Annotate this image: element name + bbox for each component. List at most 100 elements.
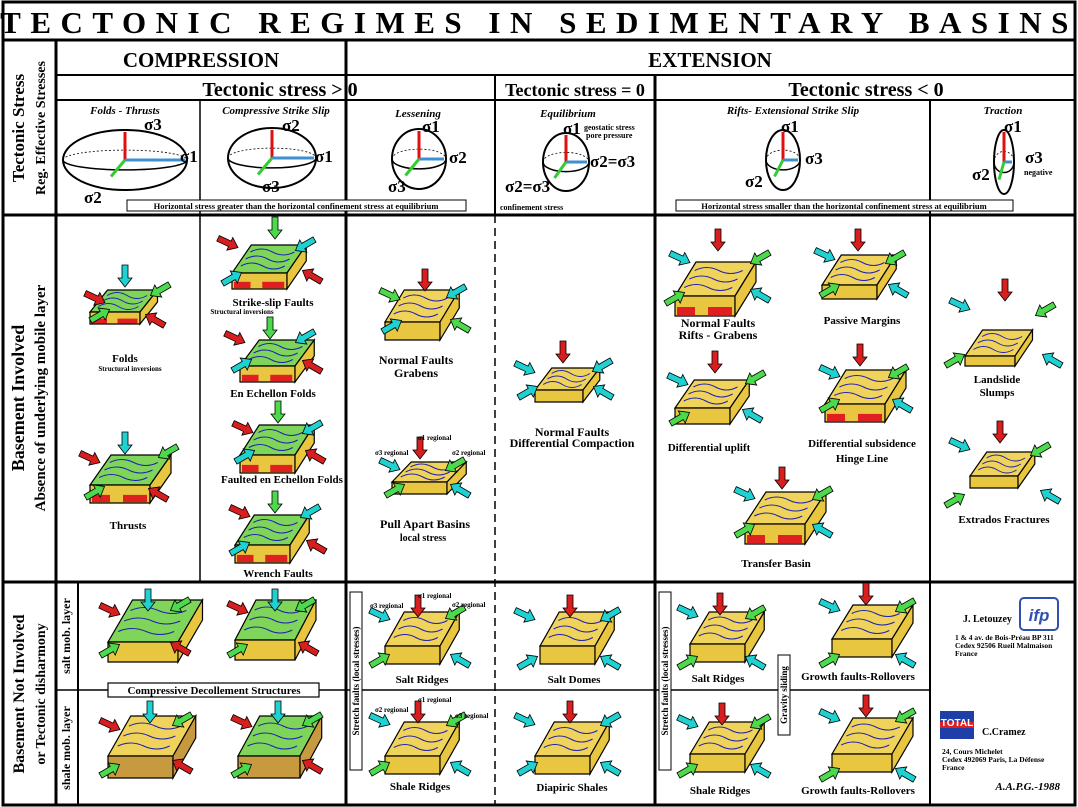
arrow-shape	[230, 357, 253, 374]
block-faulted-echelon	[238, 422, 316, 476]
arrow-shape	[818, 397, 841, 414]
cap-faulted-echelon: Faulted en Echellon Folds	[221, 474, 344, 486]
poster-title: TECTONIC REGIMES IN SEDIMENTARY BASINS	[0, 5, 1078, 40]
cap-pull-apart: Pull Apart Basins	[380, 517, 470, 531]
fault-line	[254, 606, 303, 614]
stress-arrow	[1029, 441, 1052, 458]
stress-arrow	[98, 642, 121, 659]
stress-arrow	[599, 654, 622, 671]
block-front	[831, 753, 893, 773]
arrow-shape	[744, 604, 767, 621]
block-rifts	[673, 259, 758, 319]
block-basement	[234, 281, 251, 289]
arrow-shape	[262, 316, 278, 340]
arrow-shape	[818, 598, 841, 614]
cap-en-echelon: En Echellon Folds	[230, 388, 316, 400]
stress-arrow	[894, 652, 917, 669]
stress-arrow	[299, 503, 322, 520]
addr2a: 24, Cours Michelet	[942, 747, 1003, 756]
cap-diff-uplift: Differential uplift	[668, 442, 751, 454]
stress-arrow	[301, 758, 324, 775]
ellipsoid-equator	[62, 159, 188, 171]
stress-arrow	[850, 228, 866, 252]
stress-arrow	[157, 443, 180, 460]
row-label-notinv-sub: or Tectonic disharmony	[34, 623, 49, 764]
stress-arrow	[228, 540, 251, 557]
stress-arrow	[449, 652, 472, 669]
stress-arrow	[220, 270, 243, 287]
block-basement	[237, 554, 254, 563]
fault-line	[405, 468, 450, 476]
block-basement	[858, 413, 882, 422]
confinement-note: confinement stress	[500, 203, 563, 212]
e6-s2: σ2	[972, 165, 990, 184]
compression-header: COMPRESSION	[123, 48, 279, 72]
arrow-shape	[98, 762, 121, 779]
extension-header: EXTENSION	[648, 48, 772, 72]
apg: A.A.P.G.-1988	[994, 781, 1060, 793]
arrow-shape	[744, 654, 767, 671]
fault-line	[253, 519, 298, 526]
geostatic-note: geostatic stress	[584, 123, 635, 132]
arrow-shape	[513, 360, 536, 376]
stress-arrow	[169, 640, 192, 657]
stress-arrow	[368, 712, 391, 728]
arrow-shape	[171, 711, 194, 728]
block-strike-slip	[230, 243, 308, 291]
stress-arrow	[516, 654, 539, 671]
block-front	[384, 755, 441, 775]
block-diff-uplift	[673, 378, 751, 426]
stress-arrow	[223, 330, 246, 346]
axis-depth	[773, 159, 785, 178]
stress-arrow	[599, 711, 622, 728]
arrow-shape	[228, 504, 251, 520]
arrow-shape	[818, 708, 841, 724]
rl-2: σ3 regional	[375, 449, 408, 457]
arrow-shape	[858, 694, 874, 718]
arrow-shape	[943, 492, 966, 509]
stress-ellipsoids	[62, 127, 1015, 195]
horiz-smaller-note: Horizontal stress smaller than the horiz…	[701, 201, 986, 211]
stress-arrow	[858, 582, 874, 606]
arrow-shape	[270, 700, 286, 724]
stress-arrow	[270, 700, 286, 724]
fault-line	[708, 726, 753, 734]
arrow-shape	[449, 760, 472, 777]
block-salt-domes	[538, 609, 616, 667]
row-label-basement-main: Basement Involved	[8, 325, 28, 472]
stress-arrow	[267, 490, 283, 514]
stress-arrow	[88, 307, 111, 324]
block-passive	[820, 252, 898, 302]
block-extrados	[968, 450, 1036, 490]
fault-line	[248, 356, 294, 363]
rl-7: σ1 regional	[418, 696, 451, 704]
fault-line	[130, 607, 187, 614]
cap-rifts-a: Normal Faults	[681, 316, 756, 330]
fault-line	[830, 274, 876, 281]
fault-line	[684, 284, 733, 291]
author2: C.Cramez	[982, 727, 1026, 738]
fault-line	[109, 459, 158, 466]
stress-arrow	[818, 364, 841, 380]
block-side	[729, 378, 750, 426]
col-rifts: Rifts- Extensional Strike Slip	[726, 105, 860, 117]
axis-depth	[404, 158, 421, 177]
rl-5: σ3 regional	[370, 602, 403, 610]
stress-arrow	[270, 400, 286, 424]
block-front	[689, 643, 746, 663]
arrow-shape	[297, 640, 320, 657]
stress-arrow	[599, 606, 622, 623]
stress-positive-header: Tectonic stress > 0	[202, 79, 357, 101]
fault-line	[973, 346, 1014, 353]
stress-arrow	[149, 281, 172, 298]
stress-arrow	[368, 652, 391, 669]
stress-arrow	[818, 397, 841, 414]
block-basement	[123, 494, 147, 503]
fault-line	[835, 266, 880, 274]
block-side	[734, 259, 757, 319]
e1-s3: σ3	[144, 115, 162, 134]
arrow-shape	[894, 707, 917, 724]
arrow-shape	[733, 522, 756, 539]
fault-line	[694, 267, 743, 274]
stress-arrow	[813, 247, 836, 263]
